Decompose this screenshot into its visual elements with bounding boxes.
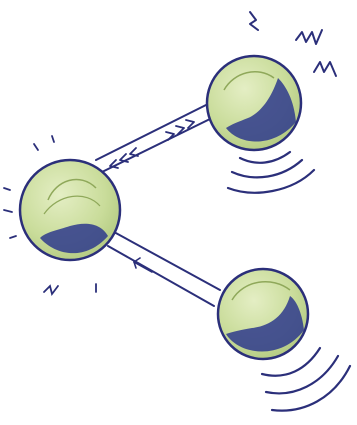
connection-rod-bottom [108,232,220,306]
left-sphere [20,160,120,260]
bottom-right-sphere [218,269,308,359]
top-right-sphere [207,56,301,150]
vibration-marks-top-right [228,152,314,193]
